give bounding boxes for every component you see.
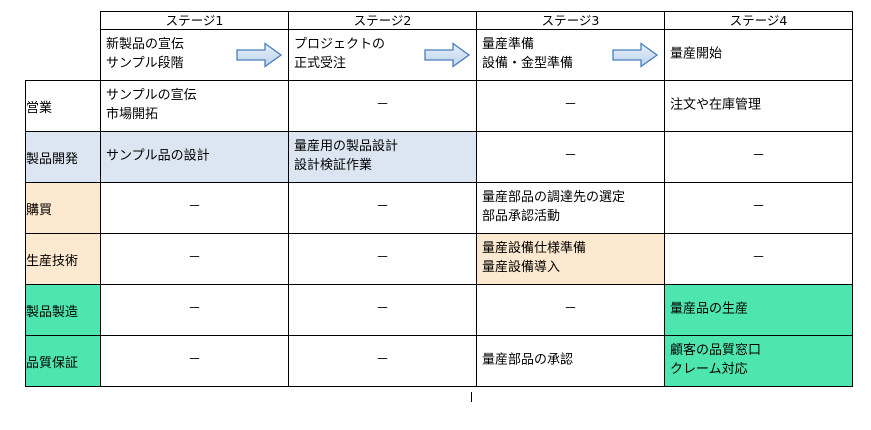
cell-text: － — [375, 352, 389, 368]
cell-eigyo-stage1[interactable]: サンプルの宣伝 市場開拓 — [100, 80, 289, 132]
stage-summary-row: 新製品の宣伝 サンプル段階 — [26, 29, 853, 81]
cell-hinshitsu-hosho-stage4[interactable]: 顧客の品質窓口 クレーム対応 — [664, 335, 853, 387]
column-header-stage3[interactable]: ステージ3 — [476, 11, 665, 30]
table-row: 製品開発 サンプル品の設計 量産用の製品設計 設計検証作業 － － — [25, 131, 853, 183]
table-row: 営業 サンプルの宣伝 市場開拓 － － 注文や在庫管理 — [25, 80, 853, 132]
cell-text: 量産部品の調達先の選定 部品承認活動 — [482, 190, 626, 224]
table-row: 品質保証 － － 量産部品の承認 顧客の品質窓口 クレーム対応 — [25, 335, 853, 387]
cell-text: 量産品の生産 — [670, 301, 749, 317]
cell-seisan-gijutsu-stage3[interactable]: 量産設備仕様準備 量産設備導入 — [476, 233, 665, 285]
matrix-table: ステージ1 ステージ2 ステージ3 ステージ4 新製品の宣伝 サンプル段階 — [25, 11, 853, 387]
summary-cell-stage4: 量産開始 — [664, 29, 853, 81]
dept-label-seisan-gijutsu[interactable]: 生産技術 — [25, 233, 101, 285]
cell-eigyo-stage2[interactable]: － — [288, 80, 477, 132]
cell-eigyo-stage3[interactable]: － — [476, 80, 665, 132]
cell-text: － — [187, 250, 201, 266]
cell-seihin-kaihatsu-stage3[interactable]: － — [476, 131, 665, 183]
cell-text: 量産用の製品設計 設計検証作業 — [294, 139, 399, 173]
dept-label-kobai[interactable]: 購買 — [25, 182, 101, 234]
grid-tick-below-stage2-stage3 — [471, 392, 472, 402]
cell-text: － — [187, 352, 201, 368]
header-corner-blank — [26, 12, 101, 30]
cell-seihin-seizo-stage1[interactable]: － — [100, 284, 289, 336]
summary-corner-blank — [26, 30, 101, 81]
cell-eigyo-stage4[interactable]: 注文や在庫管理 — [664, 80, 853, 132]
cell-text: 量産設備仕様準備 量産設備導入 — [482, 241, 587, 275]
dept-label-hinshitsu-hosho[interactable]: 品質保証 — [25, 335, 101, 387]
summary-text-stage1: 新製品の宣伝 サンプル段階 — [106, 37, 185, 71]
table-row: 生産技術 － － 量産設備仕様準備 量産設備導入 － — [25, 233, 853, 285]
dept-label-eigyo[interactable]: 営業 — [25, 80, 101, 132]
column-header-stage1[interactable]: ステージ1 — [100, 11, 289, 30]
cell-text: － — [187, 301, 201, 317]
cell-text: － — [375, 199, 389, 215]
cell-text: － — [751, 199, 765, 215]
cell-seihin-seizo-stage3[interactable]: － — [476, 284, 665, 336]
column-header-stage2[interactable]: ステージ2 — [288, 11, 477, 30]
cell-seisan-gijutsu-stage1[interactable]: － — [100, 233, 289, 285]
summary-cell-stage1: 新製品の宣伝 サンプル段階 — [100, 29, 289, 81]
table-row: 製品製造 － － － 量産品の生産 — [25, 284, 853, 336]
right-block-arrow-icon — [424, 42, 471, 68]
dept-label-seihin-seizo[interactable]: 製品製造 — [25, 284, 101, 336]
matrix-body: ステージ1 ステージ2 ステージ3 ステージ4 新製品の宣伝 サンプル段階 — [25, 11, 853, 387]
cell-seisan-gijutsu-stage4[interactable]: － — [664, 233, 853, 285]
cell-text: － — [375, 301, 389, 317]
cell-kobai-stage1[interactable]: － — [100, 182, 289, 234]
cell-text: 量産部品の承認 — [482, 352, 574, 368]
cell-text: － — [187, 199, 201, 215]
summary-text-stage4: 量産開始 — [670, 46, 723, 62]
cell-kobai-stage4[interactable]: － — [664, 182, 853, 234]
cell-hinshitsu-hosho-stage1[interactable]: － — [100, 335, 289, 387]
cell-text: － — [563, 97, 577, 113]
cell-hinshitsu-hosho-stage3[interactable]: 量産部品の承認 — [476, 335, 665, 387]
cell-hinshitsu-hosho-stage2[interactable]: － — [288, 335, 477, 387]
cell-seihin-kaihatsu-stage2[interactable]: 量産用の製品設計 設計検証作業 — [288, 131, 477, 183]
cell-kobai-stage2[interactable]: － — [288, 182, 477, 234]
cell-seisan-gijutsu-stage2[interactable]: － — [288, 233, 477, 285]
right-block-arrow-icon — [612, 42, 659, 68]
cell-text: サンプルの宣伝 市場開拓 — [106, 88, 197, 122]
cell-text: － — [751, 148, 765, 164]
cell-text: － — [375, 97, 389, 113]
summary-cell-stage3: 量産準備 設備・金型準備 — [476, 29, 665, 81]
column-header-stage4[interactable]: ステージ4 — [664, 11, 853, 30]
cell-text: 注文や在庫管理 — [670, 97, 762, 113]
cell-text: － — [375, 250, 389, 266]
cell-seihin-kaihatsu-stage1[interactable]: サンプル品の設計 — [100, 131, 289, 183]
summary-text-stage2: プロジェクトの 正式受注 — [294, 37, 386, 71]
right-block-arrow-icon — [236, 42, 283, 68]
cell-seihin-seizo-stage2[interactable]: － — [288, 284, 477, 336]
cell-text: － — [563, 148, 577, 164]
cell-text: 顧客の品質窓口 クレーム対応 — [670, 343, 762, 377]
dept-label-seihin-kaihatsu[interactable]: 製品開発 — [25, 131, 101, 183]
cell-kobai-stage3[interactable]: 量産部品の調達先の選定 部品承認活動 — [476, 182, 665, 234]
cell-text: － — [563, 301, 577, 317]
cell-text: － — [751, 250, 765, 266]
cell-seihin-kaihatsu-stage4[interactable]: － — [664, 131, 853, 183]
cell-seihin-seizo-stage4[interactable]: 量産品の生産 — [664, 284, 853, 336]
stage-header-row: ステージ1 ステージ2 ステージ3 ステージ4 — [26, 11, 853, 30]
summary-text-stage3: 量産準備 設備・金型準備 — [482, 37, 574, 71]
table-row: 購買 － － 量産部品の調達先の選定 部品承認活動 － — [25, 182, 853, 234]
cell-text: サンプル品の設計 — [106, 148, 210, 164]
summary-cell-stage2: プロジェクトの 正式受注 — [288, 29, 477, 81]
